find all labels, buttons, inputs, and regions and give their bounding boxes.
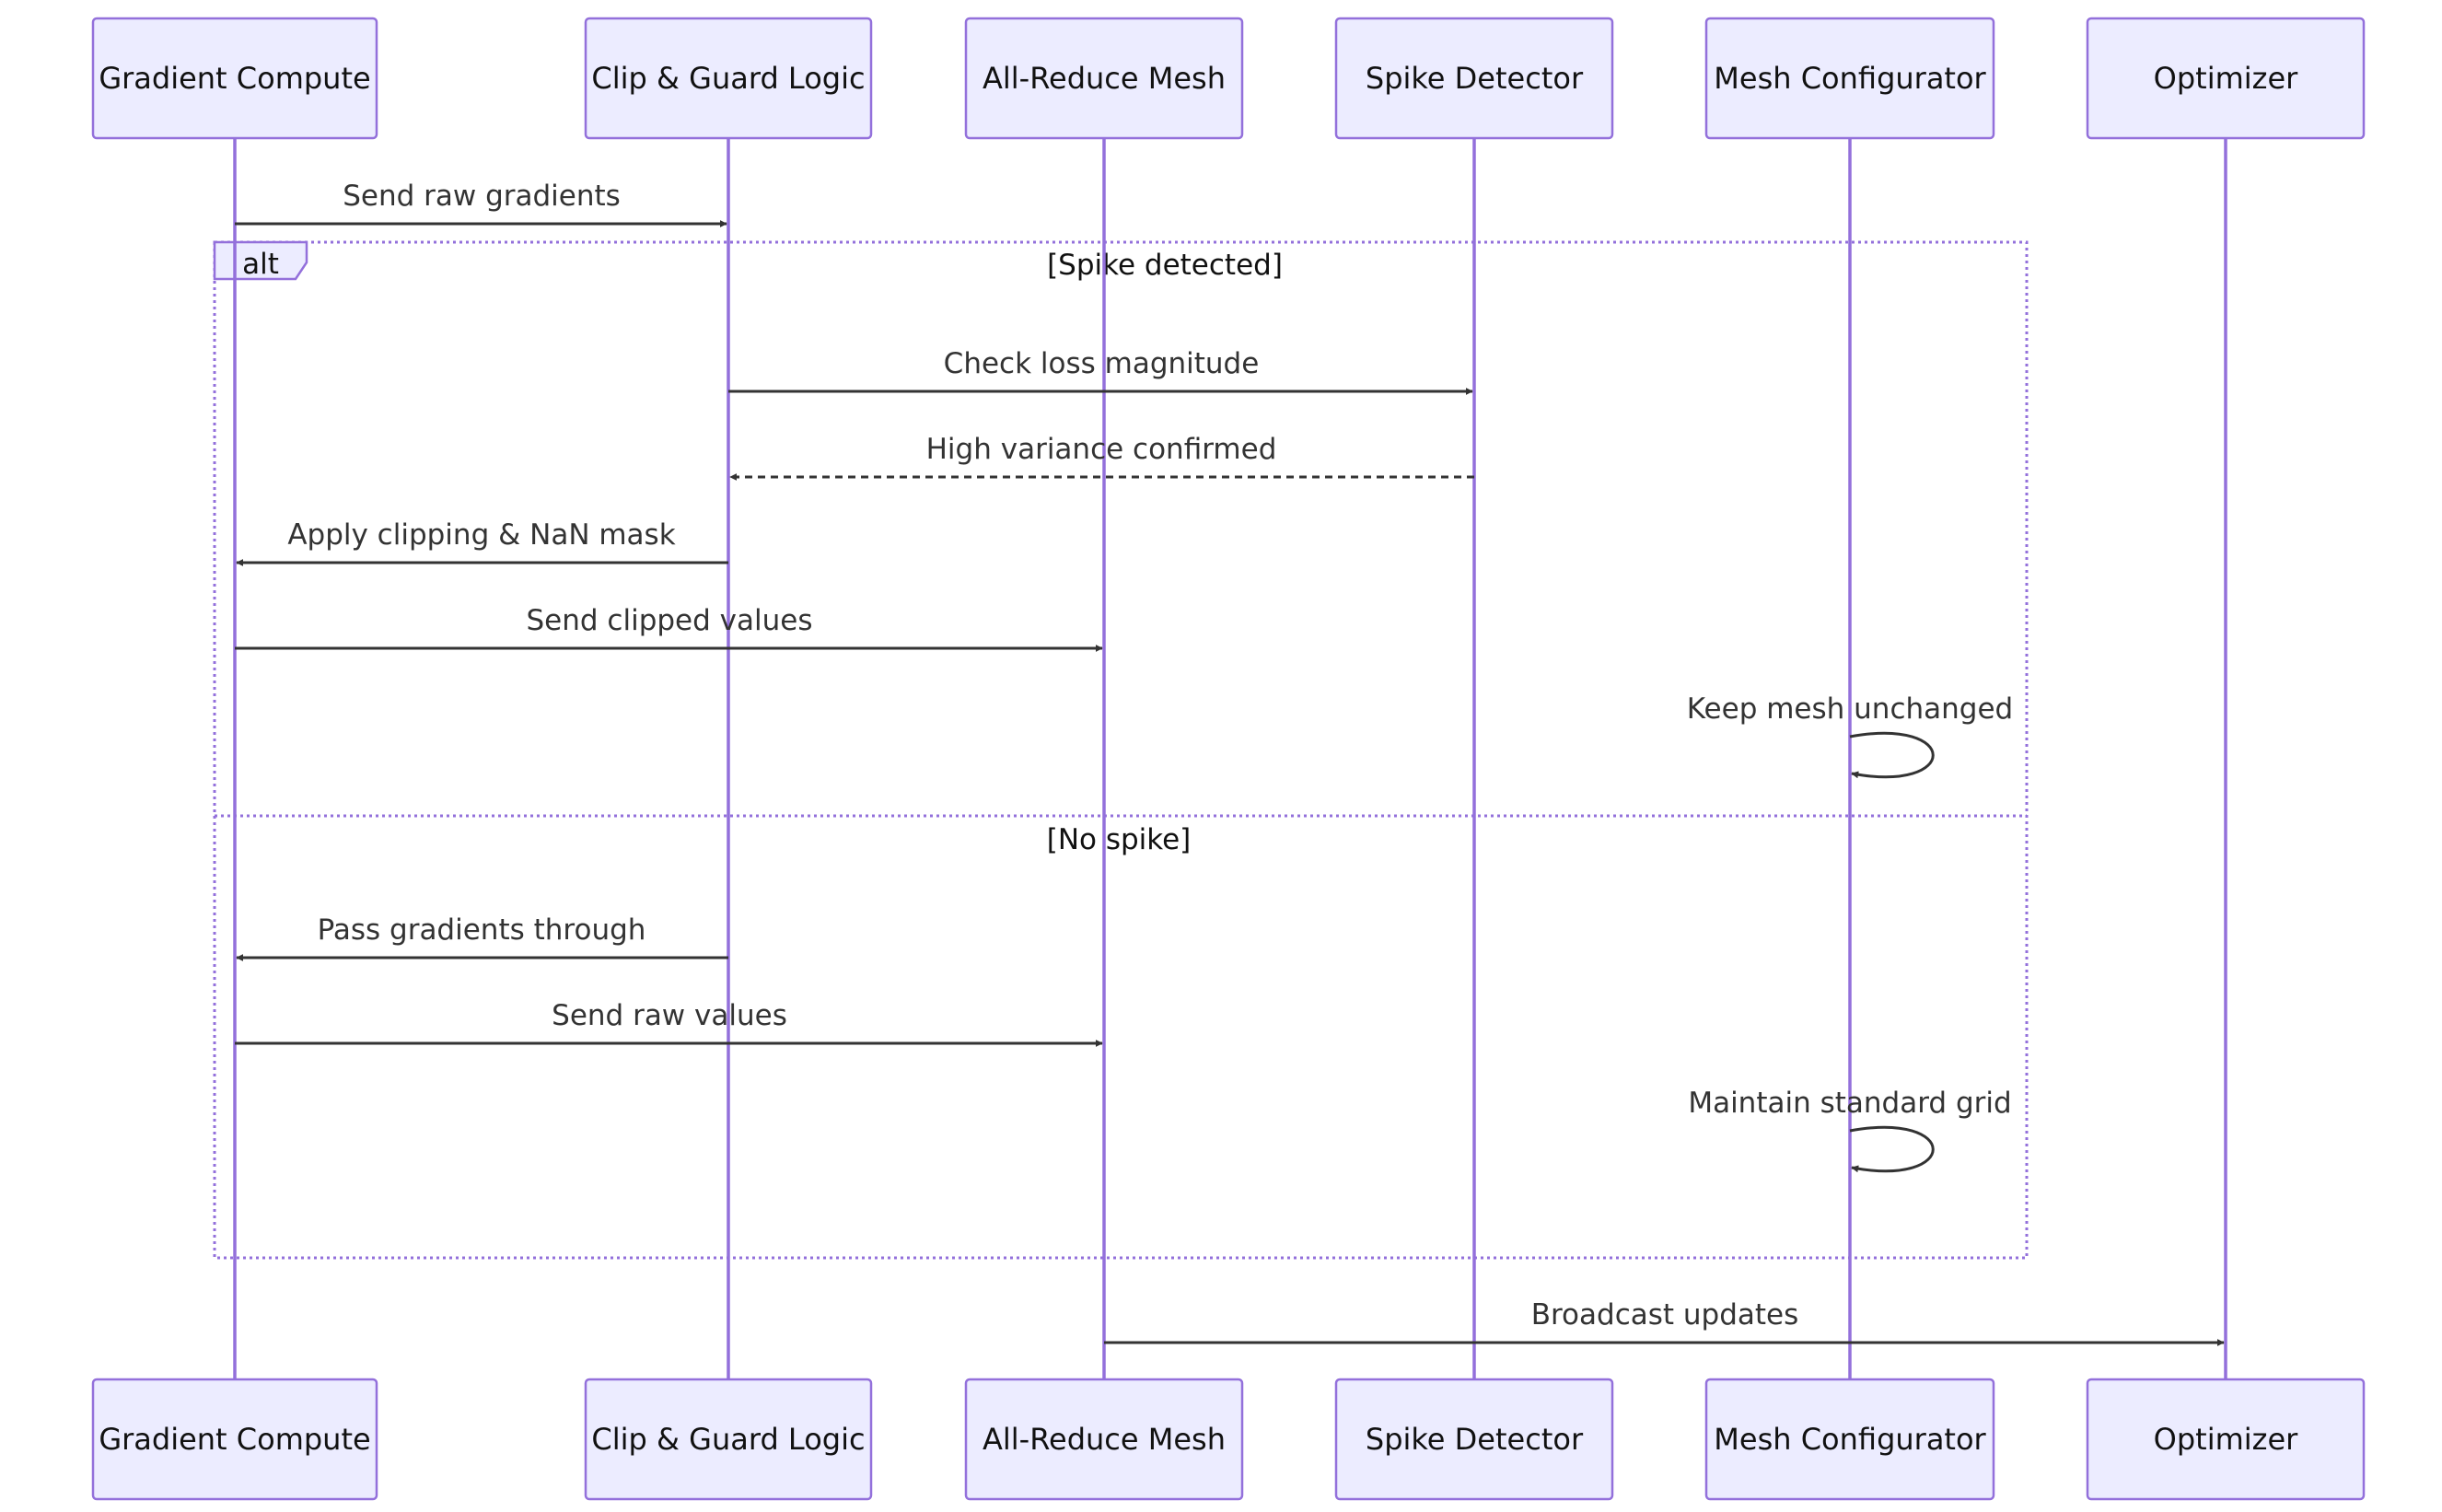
actor-label: Optimizer (2154, 61, 2298, 96)
message-label: Apply clipping & NaN mask (287, 518, 675, 552)
actor-spike-top: Spike Detector (1334, 17, 1614, 140)
message-label: Keep mesh unchanged (1687, 692, 2013, 726)
actor-label: Mesh Configurator (1714, 1422, 1986, 1457)
alt-frame-type: alt (242, 248, 279, 281)
actor-label: All-Reduce Mesh (983, 61, 1226, 96)
alt-frame-tab (213, 240, 308, 281)
message-6: Keep mesh unchanged (1687, 692, 2013, 779)
actor-label: Mesh Configurator (1714, 61, 1986, 96)
message-5: Send clipped values (235, 604, 1103, 652)
actor-box (1704, 17, 1995, 140)
actor-box (584, 17, 873, 140)
actor-box (2086, 1378, 2366, 1501)
alt-condition-1: [Spike detected] (1047, 249, 1283, 282)
actor-box (1334, 1378, 1614, 1501)
message-label: Send raw gradients (343, 180, 621, 213)
actor-box (91, 1378, 378, 1501)
message-8: Send raw values (235, 999, 1103, 1047)
actor-config-top: Mesh Configurator (1704, 17, 1995, 140)
actor-opt-top: Optimizer (2086, 17, 2366, 140)
actor-box (964, 17, 1244, 140)
actor-clip-top: Clip & Guard Logic (584, 17, 873, 140)
actor-box (964, 1378, 1244, 1501)
alt-condition-2: [No spike] (1047, 823, 1192, 856)
lifelines-layer (233, 138, 2227, 1379)
actor-label: Gradient Compute (99, 61, 370, 96)
actor-config-bottom: Mesh Configurator (1704, 1378, 1995, 1501)
actor-box (91, 17, 378, 140)
actor-label: Gradient Compute (99, 1422, 370, 1457)
message-1: Send raw gradients (235, 180, 727, 227)
actor-box (1704, 1378, 1995, 1501)
actor-grad-bottom: Gradient Compute (91, 1378, 378, 1501)
actor-box (2086, 17, 2366, 140)
self-message-arrow (1849, 1125, 1935, 1173)
alt-frame (213, 240, 2029, 1260)
actor-box (584, 1378, 873, 1501)
actor-grad-top: Gradient Compute (91, 17, 378, 140)
message-label: Send clipped values (527, 604, 813, 637)
message-2: Check loss magnitude (728, 347, 1473, 395)
message-10: Broadcast updates (1104, 1298, 2225, 1346)
self-message-arrow (1849, 731, 1935, 779)
message-label: Broadcast updates (1531, 1298, 1799, 1332)
actor-label: Spike Detector (1366, 1422, 1584, 1457)
message-label: Check loss magnitude (944, 347, 1260, 380)
actor-label: Optimizer (2154, 1422, 2298, 1457)
message-7: Pass gradients through (236, 913, 728, 961)
actor-spike-bottom: Spike Detector (1334, 1378, 1614, 1501)
actor-clip-bottom: Clip & Guard Logic (584, 1378, 873, 1501)
actor-label: Spike Detector (1366, 61, 1584, 96)
actor-mesh-bottom: All-Reduce Mesh (964, 1378, 1244, 1501)
alt-frame-layer: alt [Spike detected] [No spike] (213, 240, 2029, 1260)
message-label: Maintain standard grid (1688, 1087, 2011, 1120)
actor-box (1334, 17, 1614, 140)
message-label: Pass gradients through (318, 913, 646, 947)
actor-label: Clip & Guard Logic (591, 1422, 865, 1457)
message-label: High variance confirmed (926, 433, 1277, 466)
message-4: Apply clipping & NaN mask (236, 518, 728, 566)
actor-mesh-top: All-Reduce Mesh (964, 17, 1244, 140)
actor-opt-bottom: Optimizer (2086, 1378, 2366, 1501)
message-label: Send raw values (552, 999, 787, 1032)
message-9: Maintain standard grid (1688, 1087, 2012, 1173)
message-3: High variance confirmed (729, 433, 1474, 481)
actor-label: All-Reduce Mesh (983, 1422, 1226, 1457)
actor-label: Clip & Guard Logic (591, 61, 865, 96)
